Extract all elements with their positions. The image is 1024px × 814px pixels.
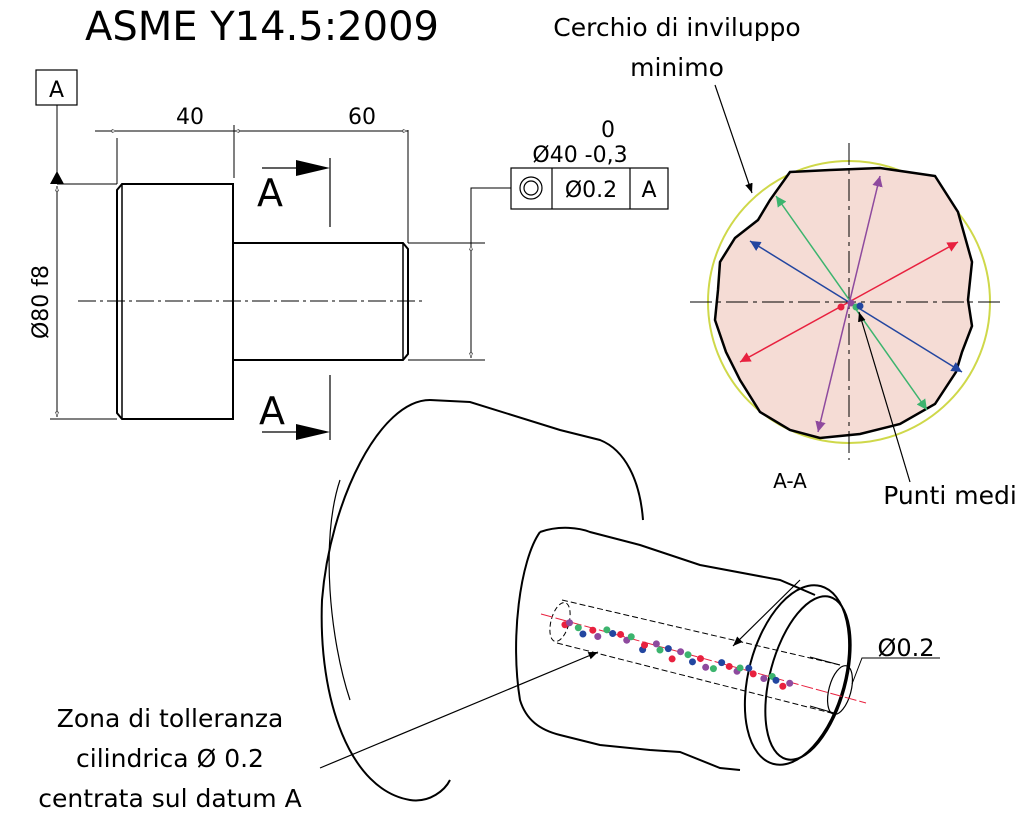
small-diameter-upper-tolerance: 0 xyxy=(601,118,615,143)
midpoint-dot xyxy=(709,665,717,673)
length-dimension-60: 60 xyxy=(348,105,376,130)
midpoint-dot xyxy=(749,670,757,678)
midpoint-dot xyxy=(603,626,611,634)
midpoint-dot xyxy=(786,679,794,687)
big-diameter-dimension: Ø80 f8 xyxy=(29,265,54,339)
midpoint-dot xyxy=(760,674,768,682)
midpoint-dot xyxy=(566,619,574,627)
feature-control-frame: Ø0.2 A xyxy=(510,167,669,210)
datum-label: A xyxy=(49,78,64,103)
midpoint-dot xyxy=(627,633,635,641)
midpoint-dot xyxy=(745,664,753,672)
midpoint-dot xyxy=(696,655,704,663)
fcf-tolerance: Ø0.2 xyxy=(565,178,617,203)
envelope-label-line2: minimo xyxy=(630,53,724,82)
zone-label-line2: cilindrica Ø 0.2 xyxy=(76,744,264,773)
midpoint-dot xyxy=(779,682,787,690)
midpoint-dot xyxy=(609,630,617,638)
zone-label-line1: Zona di tolleranza xyxy=(57,704,284,733)
orthographic-view: A Ø80 f8 40 60 0 Ø40 -0,3 xyxy=(29,69,669,440)
irregular-section-profile xyxy=(713,166,974,440)
midpoint-dot xyxy=(736,664,744,672)
midpoint-dot xyxy=(579,630,587,638)
section-view-label: A-A xyxy=(773,469,807,493)
midpoint-dot xyxy=(652,640,660,648)
midpoint-dot xyxy=(574,624,582,632)
zone-diameter-label: Ø0.2 xyxy=(877,634,934,662)
midpoint-dot xyxy=(641,641,649,649)
midpoint-dot xyxy=(617,630,625,638)
section-view: Cerchio di inviluppo minimo A-A Punti me… xyxy=(553,13,1017,510)
concentricity-icon xyxy=(519,176,543,200)
midpoint-dots xyxy=(561,619,794,690)
envelope-label-line1: Cerchio di inviluppo xyxy=(553,13,800,42)
length-dimension-40: 40 xyxy=(176,105,204,130)
midpoint-dot xyxy=(656,646,664,654)
midpoint-dot xyxy=(664,645,672,653)
datum-triangle-icon xyxy=(50,171,64,184)
midpoints-label: Punti medi xyxy=(883,481,1017,510)
midpoint-dot xyxy=(718,659,726,667)
section-mark-upper: A xyxy=(257,171,283,215)
midpoint-dot xyxy=(684,651,692,659)
midpoint-dot xyxy=(688,658,696,666)
midpoint-dot xyxy=(589,626,597,634)
midpoint-dot xyxy=(668,655,676,663)
drawing-title: ASME Y14.5:2009 xyxy=(85,4,439,50)
fcf-datum: A xyxy=(641,178,656,203)
section-arrow-icon xyxy=(296,424,330,440)
midpoint-dot xyxy=(594,632,602,640)
midpoint-dot xyxy=(677,648,685,656)
midpoint-dot xyxy=(772,676,780,684)
midpoint-dot xyxy=(702,663,710,671)
section-mark-lower: A xyxy=(259,389,285,433)
zone-label-line3: centrata sul datum A xyxy=(38,784,301,813)
section-arrow-icon xyxy=(296,160,330,176)
midpoint-dot xyxy=(725,662,733,670)
isometric-view: Ø0.2 Zona di tolleranza cilindrica Ø 0.2… xyxy=(38,399,940,813)
small-diameter-dimension: Ø40 -0,3 xyxy=(532,143,627,168)
